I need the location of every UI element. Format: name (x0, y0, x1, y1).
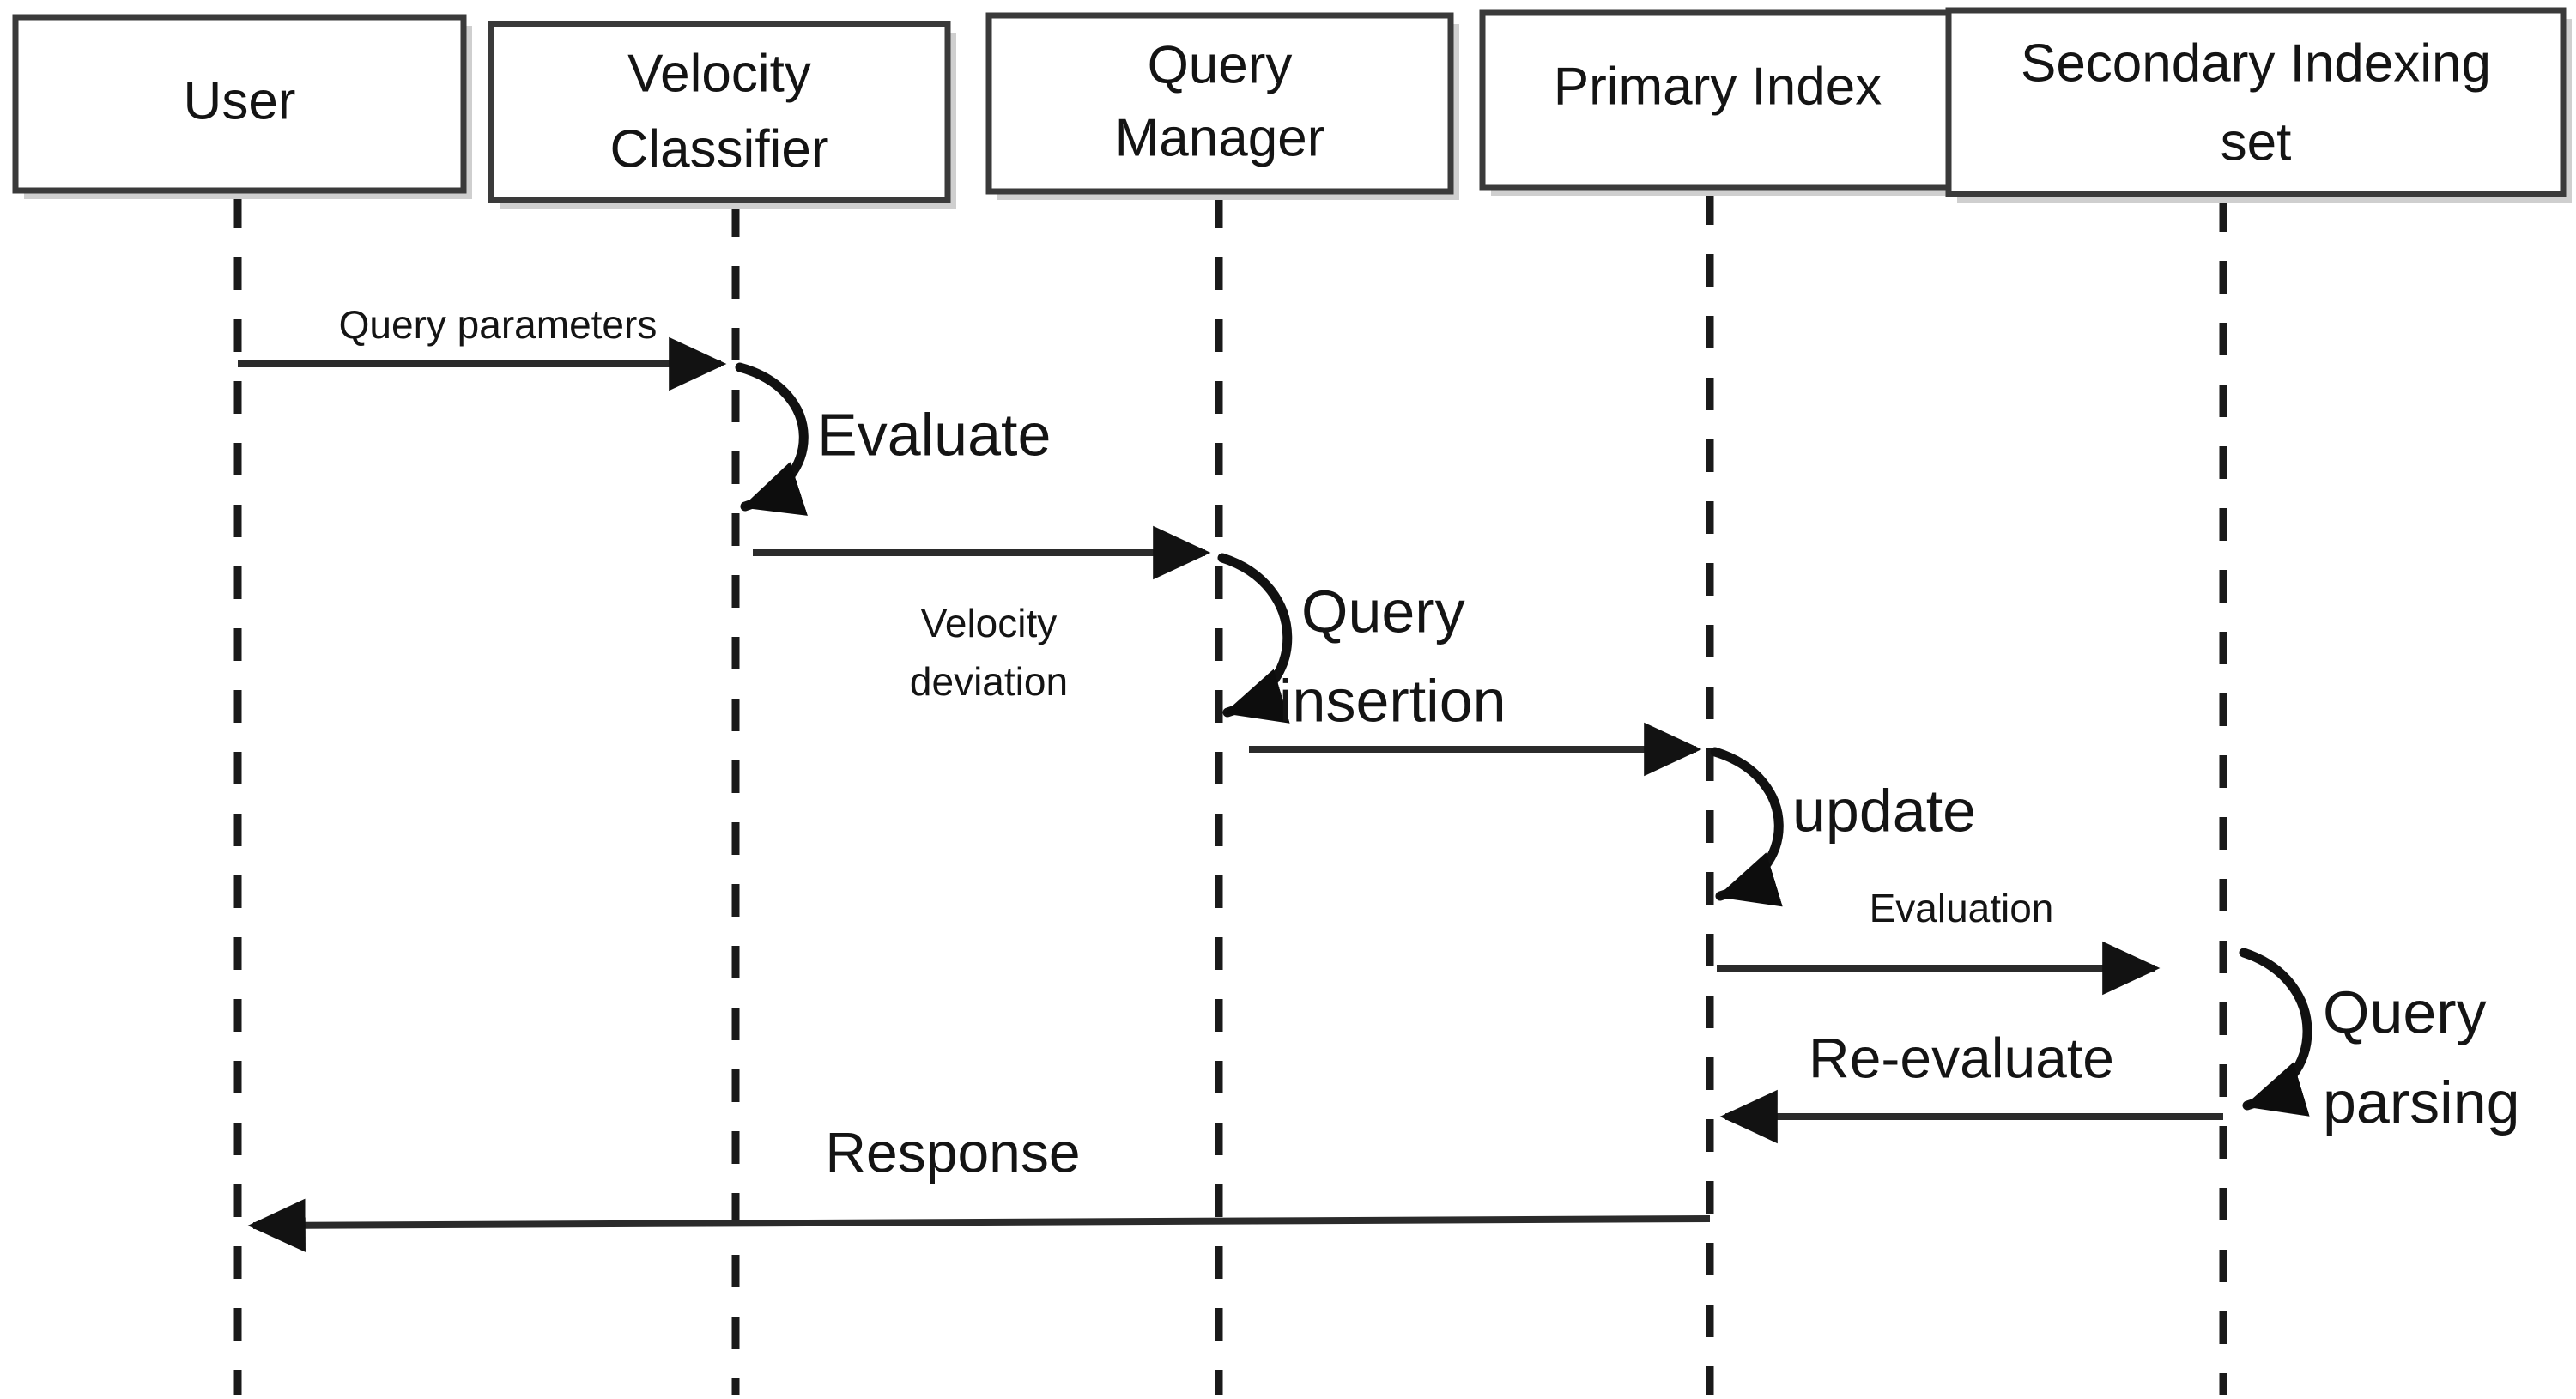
participant-label-velocity-classifier-line1: Velocity (627, 44, 811, 103)
self-message-arc-update (1710, 747, 1784, 907)
participant-label-query-manager-line1: Query (1148, 35, 1293, 94)
message-label-velocity-deviation-line1: Velocity (921, 601, 1058, 645)
participant-box-secondary-indexing-set[interactable]: Secondary Indexing set (1945, 7, 2572, 203)
participant-box-user-rect (12, 14, 467, 194)
participant-label-primary-index: Primary Index (1554, 57, 1882, 116)
participant-label-user: User (184, 71, 296, 130)
self-message-query-parsing[interactable]: Query parsing (2239, 948, 2520, 1136)
participant-label-secondary-indexing-set-line2: set (2221, 112, 2292, 172)
participant-label-query-manager-line2: Manager (1115, 108, 1325, 167)
participant-box-velocity-classifier[interactable]: Velocity Classifier (488, 21, 956, 209)
message-label-query-parameters: Query parameters (339, 302, 658, 347)
self-messages-group: Evaluate Query insertion update Query pa… (735, 362, 2520, 1136)
message-arrow-response (247, 1198, 1711, 1252)
message-label-response: Response (825, 1120, 1080, 1184)
self-message-label-update: update (1792, 777, 1976, 844)
messages-group: Query parameters Velocity deviation Eval… (238, 302, 2223, 1252)
self-message-evaluate[interactable]: Evaluate (735, 362, 1051, 516)
self-message-label-query-insertion-line2: insertion (1279, 667, 1506, 734)
self-message-label-query-insertion-line1: Query (1301, 578, 1465, 645)
message-label-re-evaluate: Re-evaluate (1809, 1026, 2114, 1089)
message-re-evaluate[interactable]: Re-evaluate (1719, 1026, 2223, 1144)
participant-label-secondary-indexing-set-line1: Secondary Indexing (2021, 33, 2491, 93)
participant-boxes-group: User Velocity Classifier Query Manager P (12, 7, 2572, 209)
participant-box-user[interactable]: User (12, 14, 472, 199)
participant-box-primary-index[interactable]: Primary Index (1479, 9, 1961, 196)
message-evaluation[interactable]: Evaluation (1717, 886, 2161, 996)
message-response[interactable]: Response (247, 1120, 1711, 1252)
message-velocity-deviation[interactable]: Velocity deviation (753, 525, 1211, 704)
message-label-velocity-deviation-line2: deviation (910, 659, 1068, 704)
participant-box-query-manager[interactable]: Query Manager (985, 12, 1459, 200)
self-message-query-insertion[interactable]: Query insertion (1217, 553, 1506, 734)
participant-box-query-manager-rect (985, 12, 1454, 195)
self-message-update[interactable]: update (1710, 747, 1976, 907)
participant-box-primary-index-rect (1479, 9, 1956, 191)
participant-box-velocity-classifier-rect (488, 21, 951, 203)
message-label-evaluation: Evaluation (1870, 886, 2054, 930)
self-message-arc-evaluate (735, 362, 809, 516)
participant-box-secondary-indexing-set-rect (1945, 7, 2567, 197)
self-message-label-query-parsing-line1: Query (2323, 978, 2487, 1045)
participant-label-velocity-classifier-line2: Classifier (610, 119, 829, 179)
message-query-parameters[interactable]: Query parameters (238, 302, 727, 391)
self-message-arc-query-insertion (1217, 553, 1293, 724)
lifelines-group (233, 192, 2227, 1395)
self-message-label-query-parsing-line2: parsing (2323, 1069, 2520, 1136)
self-message-label-evaluate: Evaluate (817, 401, 1051, 468)
self-message-arc-query-parsing (2239, 948, 2312, 1117)
